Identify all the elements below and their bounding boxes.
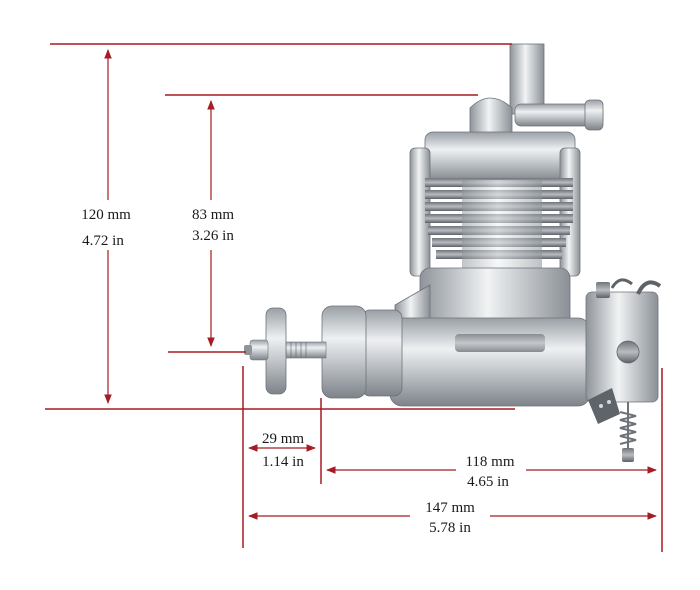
body-length-mm: 118 mm	[465, 454, 514, 470]
axis-height-mm: 83 mm	[192, 207, 234, 223]
body-length-in: 4.65 in	[467, 474, 509, 490]
prop-hub-offset-in: 1.14 in	[262, 454, 304, 470]
total-length-in: 5.78 in	[429, 520, 471, 536]
engine-illustration	[244, 43, 662, 462]
top-pipe	[509, 43, 545, 115]
cylinder-head	[424, 131, 576, 183]
dimension-labels: 120 mm 4.72 in 83 mm 3.26 in 29 mm 1.14 …	[66, 200, 515, 536]
front-housing	[361, 309, 403, 397]
plug-dome	[469, 97, 513, 141]
prop-hub-offset-mm: 29 mm	[262, 431, 304, 447]
total-height-mm: 120 mm	[81, 207, 131, 223]
axis-height-in: 3.26 in	[192, 228, 234, 244]
drive-washer	[265, 307, 287, 395]
main-body	[389, 317, 591, 407]
total-length-mm: 147 mm	[425, 500, 475, 516]
total-height-in: 4.72 in	[82, 233, 124, 249]
needle-spring	[619, 402, 637, 452]
prop-shaft	[281, 341, 327, 359]
